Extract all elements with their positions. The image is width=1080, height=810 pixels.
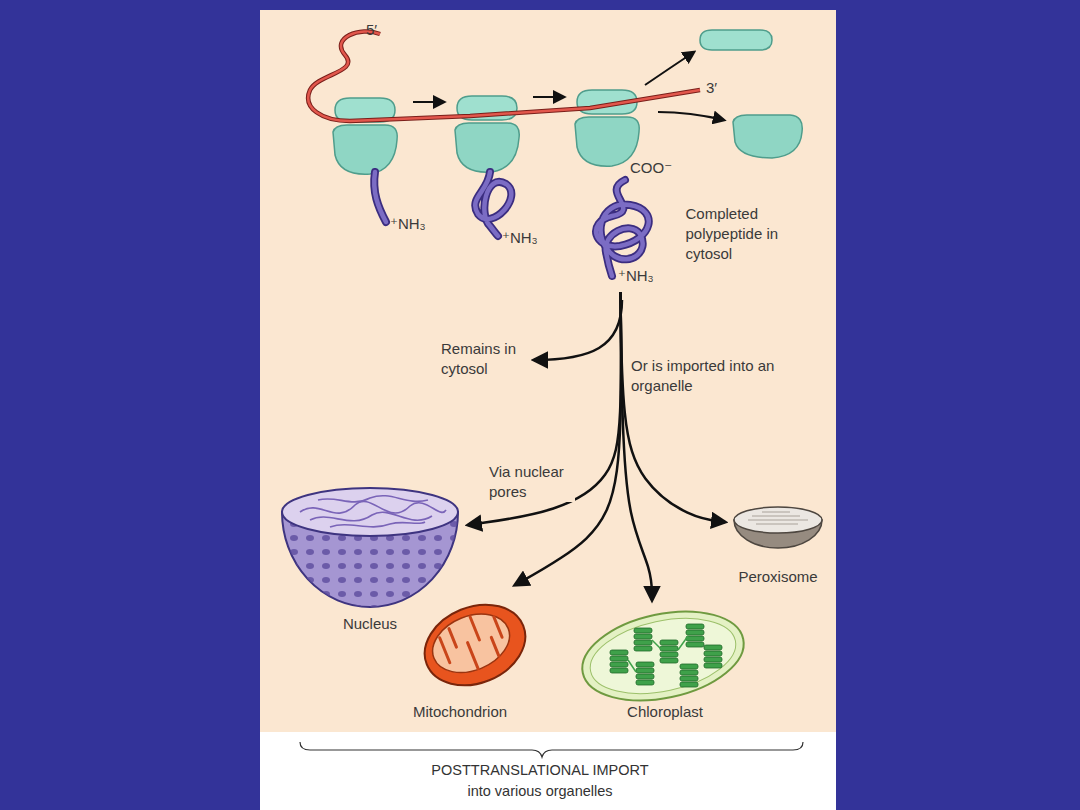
- strand-end: 5′: [366, 20, 377, 40]
- note: Remains in cytosol: [441, 339, 527, 379]
- mrna: [308, 31, 700, 121]
- import-arrow: [621, 292, 726, 522]
- edge-label: Via nuclear pores: [487, 462, 575, 502]
- terminus-label: ⁺NH₃: [390, 214, 426, 234]
- caption-strip: [260, 732, 836, 810]
- nucleus-node: Nucleus: [272, 488, 468, 638]
- polypeptide-node: Completed polypeptide in cytosol: [579, 198, 797, 292]
- bracket: [300, 742, 803, 757]
- note: Or is imported into an organelle: [631, 356, 781, 396]
- chloroplast-illustration: [574, 598, 752, 714]
- node-label: Mitochondrion: [392, 702, 528, 722]
- strand-end: 3′: [706, 78, 717, 98]
- peroxisome-illustration: [734, 507, 822, 548]
- import-arrow: [515, 292, 621, 585]
- node-label: Nucleus: [272, 614, 468, 634]
- polypeptide-chain: [374, 172, 649, 276]
- mitochondrion-node: Mitochondrion: [392, 585, 528, 726]
- movement-arrows: [413, 52, 724, 120]
- mitochondrion-illustration: [413, 590, 538, 699]
- panel: [260, 10, 836, 732]
- ribosomes: [333, 30, 802, 174]
- terminus-label: ⁺NH₃: [502, 228, 538, 248]
- nucleus-illustration: [282, 488, 458, 607]
- terminus-label: COO⁻: [630, 158, 672, 178]
- node-label: Peroxisome: [725, 567, 831, 587]
- node-label: Chloroplast: [572, 702, 758, 722]
- import-arrow: [621, 292, 653, 600]
- mrna: [308, 31, 700, 121]
- node-label: Completed polypeptide in cytosol: [686, 204, 791, 264]
- chloroplast-node: Chloroplast: [572, 600, 758, 726]
- peroxisome-node: Peroxisome: [725, 497, 831, 591]
- branch-arrow: [534, 300, 622, 360]
- caption: POSTTRANSLATIONAL IMPORT into various or…: [424, 760, 656, 802]
- import-arrow: [468, 292, 621, 525]
- terminus-label: ⁺NH₃: [618, 266, 654, 286]
